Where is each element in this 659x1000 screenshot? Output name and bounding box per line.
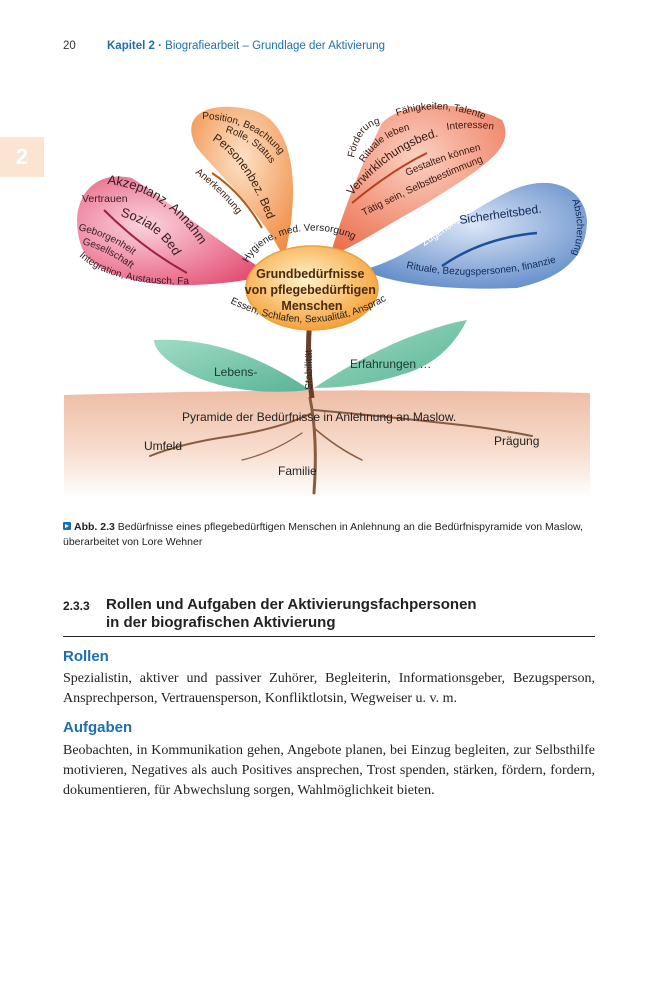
caption-arrow-icon xyxy=(63,522,71,530)
rollen-heading: Rollen xyxy=(63,648,109,665)
leaf-right-label: Erfahrungen … xyxy=(350,357,431,371)
root-umfeld: Umfeld xyxy=(144,439,182,453)
caption-label: Abb. 2.3 xyxy=(74,521,115,533)
root-praegung: Prägung xyxy=(494,434,539,448)
leaf-left-label: Lebens- xyxy=(214,365,257,379)
petal-orange xyxy=(191,106,294,258)
aufgaben-text: Beobachten, in Kommunikation gehen, Ange… xyxy=(63,743,595,798)
figure-needs-flower: Grundbedürfnisse von pflegebedürftigen M… xyxy=(62,98,592,498)
center-label: Grundbedürfnisse von pflegebedürftigen M… xyxy=(245,267,380,313)
chapter-tab: 2 xyxy=(0,137,44,177)
section-number: 2.3.3 xyxy=(63,599,90,613)
aufgaben-heading: Aufgaben xyxy=(63,719,133,736)
ground-label: Pyramide der Bedürfnisse in Anlehnung an… xyxy=(182,410,456,424)
flower-diagram: Grundbedürfnisse von pflegebedürftigen M… xyxy=(62,98,590,498)
roots xyxy=(149,396,533,495)
ground xyxy=(64,390,590,498)
section-heading: 2.3.3 Rollen und Aufgaben der Aktivierun… xyxy=(63,596,595,637)
figure-caption: Abb. 2.3 Bedürfnisse eines pflegebedürft… xyxy=(63,520,598,550)
caption-text: Bedürfnisse eines pflegebedürftigen Mens… xyxy=(63,521,583,548)
chapter-title: Biografiearbeit – Grundlage der Aktivier… xyxy=(165,40,386,52)
petal-pink xyxy=(77,176,272,286)
petal-salmon xyxy=(330,105,506,256)
leaf-right xyxy=(314,320,467,388)
root-familie: Familie xyxy=(278,464,317,478)
stem-label: Stabilität xyxy=(303,350,315,390)
pink-vertrauen: Vertrauen xyxy=(82,193,128,205)
chapter-label: Kapitel 2 · xyxy=(107,40,162,52)
blue-absicherung: Absicherung xyxy=(569,198,585,257)
page-number: 20 xyxy=(63,40,76,52)
petal-blue xyxy=(362,182,587,289)
leaf-left xyxy=(154,339,310,392)
running-header: 20 Kapitel 2 · Biografiearbeit – Grundlag… xyxy=(63,40,385,52)
section-title-line-2: in der biografischen Aktivierung xyxy=(106,614,336,631)
rollen-text: Spezialistin, aktiver und passiver Zuhör… xyxy=(63,671,595,706)
section-title-line-1: Rollen und Aufgaben der Aktivierungsfach… xyxy=(106,596,477,613)
salmon-interessen: Interessen xyxy=(446,120,495,133)
center-disc xyxy=(245,245,379,331)
